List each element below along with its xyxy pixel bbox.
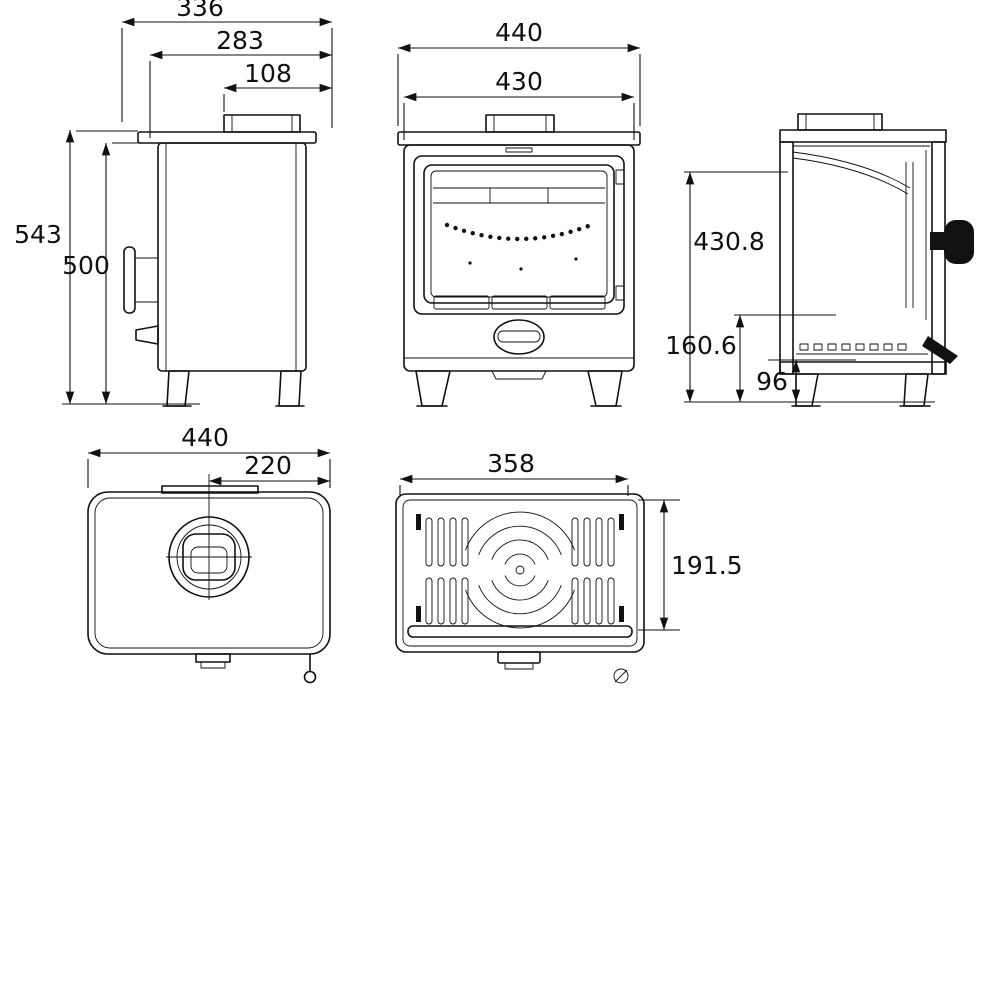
front-airwash-holes <box>444 222 594 242</box>
front-door-handle <box>493 319 545 355</box>
side-flue-collar <box>223 114 301 133</box>
front-stray-holes <box>468 257 578 271</box>
front-glass-inner <box>430 170 608 298</box>
front-legs <box>415 370 623 407</box>
side-view: 336 283 108 543 500 <box>14 0 333 407</box>
grate-view: 358 191.5 <box>395 449 743 684</box>
section-baffle <box>792 145 930 195</box>
section-door-knob <box>930 220 974 264</box>
front-body <box>403 144 635 372</box>
front-flue-collar <box>485 114 555 133</box>
dim-grate-depth: 191.5 <box>638 499 743 631</box>
top-centrelines <box>166 474 252 600</box>
top-view: 440 220 <box>87 423 331 684</box>
front-glass-outer <box>423 164 615 304</box>
dim-top-overall-width: 440 <box>87 423 331 488</box>
dim-side-flue-to-front: 108 <box>223 59 332 112</box>
dim-label-108: 108 <box>244 59 292 88</box>
front-door <box>413 155 625 315</box>
dim-label-358: 358 <box>487 449 535 478</box>
grate-inner-frame <box>402 499 638 647</box>
dim-label-430: 430 <box>495 67 543 96</box>
dim-side-body-depth: 283 <box>149 26 332 138</box>
side-legs <box>162 370 305 407</box>
dim-side-overall-height: 543 <box>14 130 200 405</box>
grate-corner-clips <box>416 514 624 622</box>
dim-label-191-5: 191.5 <box>671 551 743 580</box>
dim-label-160-6: 160.6 <box>665 331 737 360</box>
section-door-glass <box>905 150 927 320</box>
dim-label-430-8: 430.8 <box>693 227 765 256</box>
section-view: 430.8 160.6 96 <box>665 113 974 407</box>
dim-side-overall-depth: 336 <box>121 0 333 128</box>
grate-arc-slots <box>465 511 575 629</box>
grate-ash-lip <box>407 625 633 638</box>
front-top-vent <box>505 147 533 153</box>
side-body <box>157 142 307 372</box>
front-baffle-lines <box>433 187 605 204</box>
section-grate-bars <box>796 343 928 355</box>
front-ash-lip <box>491 370 547 380</box>
dim-label-336: 336 <box>176 0 224 22</box>
dim-section-firebox-height: 430.8 <box>684 171 935 403</box>
front-view: 440 430 <box>397 18 641 407</box>
front-log-retainer <box>433 295 606 310</box>
side-latch <box>135 325 159 345</box>
screw-marker <box>613 668 629 684</box>
section-top-plate <box>779 129 947 143</box>
dim-label-440-top: 440 <box>181 423 229 452</box>
top-door-hardware <box>195 653 317 684</box>
grate-bottom-tab <box>497 651 541 670</box>
dim-label-543: 543 <box>14 220 62 249</box>
dim-grate-width: 358 <box>399 449 629 496</box>
grate-side-slots <box>425 517 615 625</box>
dim-label-440-front: 440 <box>495 18 543 47</box>
dim-front-overall-width: 440 <box>397 18 641 126</box>
section-base-plate <box>779 361 947 375</box>
top-rear-tab <box>161 485 259 494</box>
dim-label-500: 500 <box>62 251 110 280</box>
front-hinges <box>615 169 625 301</box>
dim-label-283: 283 <box>216 26 264 55</box>
dim-label-96: 96 <box>756 367 788 396</box>
section-latch-lever <box>922 336 958 364</box>
dim-front-body-width: 430 <box>403 67 635 140</box>
side-door-handle <box>123 246 158 314</box>
dim-label-220: 220 <box>244 451 292 480</box>
dim-side-body-height: 500 <box>62 142 156 404</box>
dim-top-flue-centre: 220 <box>209 451 330 486</box>
dim-section-grate-height: 160.6 <box>665 314 836 402</box>
dim-section-base-height: 96 <box>756 359 856 402</box>
